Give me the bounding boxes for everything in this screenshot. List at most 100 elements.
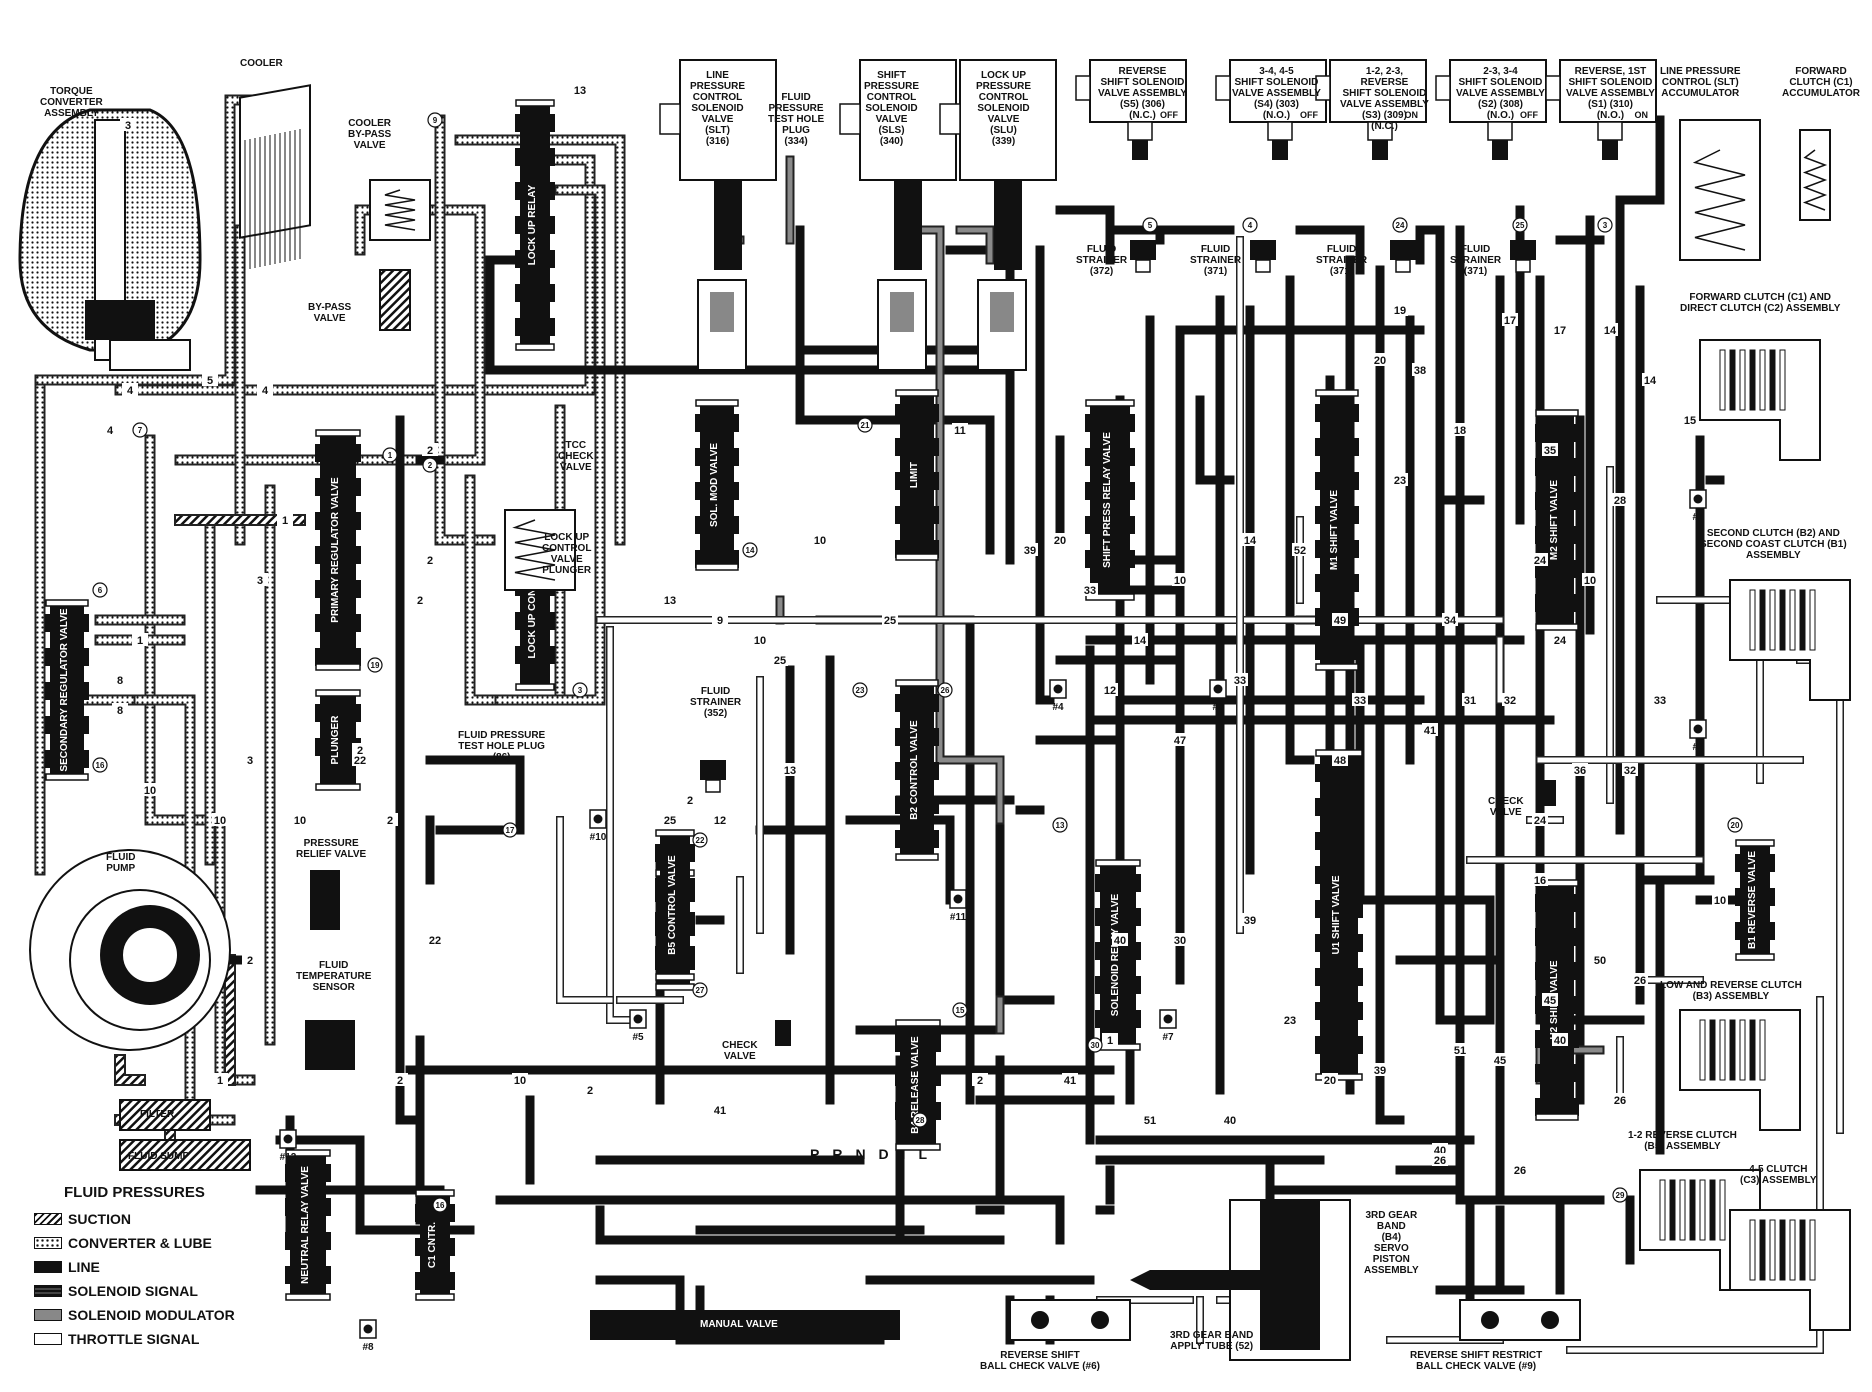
passage-number-bg [1552,323,1568,336]
passage-number: 32 [1624,765,1636,777]
passage-number-bg [422,443,438,456]
passage-number-bg [752,633,768,646]
passage-number: 20 [1374,355,1386,367]
valve-b2-control: B2 CONTROL VALVE [895,679,939,861]
label-check-valve-b: CHECK VALVE [722,1040,758,1062]
valve-u1-shift: U1 SHIFT VALVE [1315,749,1363,1081]
label-sump: FLUID SUMP [128,1151,190,1162]
passage-number: 5 [207,375,213,387]
passage-number-bg [132,633,148,646]
valve-label: LOCK UP RELAY [527,184,538,265]
fluid-pump [29,849,231,1051]
label-b2-b1: SECOND CLUTCH (B2) AND SECOND COAST CLUT… [1700,528,1847,561]
valve-label: PLUNGER [330,715,341,765]
passage-number: 12 [714,815,726,827]
passage-number-bg [1102,1033,1118,1046]
solenoid-state: OFF [1160,110,1178,120]
passage-line [395,415,425,1125]
orifice-number: 30 [1091,1041,1100,1050]
solenoid-modulator-swatch [34,1309,62,1321]
orifice-marker [367,657,383,673]
passage-number: 26 [1514,1165,1526,1177]
passage-number-bg [1582,573,1598,586]
label-rev-restrict-9: REVERSE SHIFT RESTRICT BALL CHECK VALVE … [1410,1350,1543,1372]
fluid-strainer [1250,240,1276,273]
shift-solenoid-1: OFF [1075,59,1187,160]
passage-number-bg [682,793,698,806]
shift-position-indicator: PRNDIL [810,1146,941,1162]
label-lockup-plunger: LOCK UP CONTROL VALVE PLUNGER [542,532,592,576]
valve-label: PRIMARY REGULATOR VALVE [330,477,341,623]
passage-number-bg [662,813,678,826]
orifice-number: 15 [956,1006,965,1015]
valve-label: B1 REVERSE VALVE [1747,851,1758,949]
label-temp-sensor: FLUID TEMPERATURE SENSOR [296,960,372,993]
passage-number-bg [1322,1073,1338,1086]
label-tcc-check: TCC CHECK VALVE [558,440,594,473]
spring [1692,149,1746,251]
orifice-marker [742,542,758,558]
sump-body [119,1139,251,1171]
passage-number: 30 [1174,935,1186,947]
passage-number-bg [1102,683,1118,696]
passage-number: 45 [1544,995,1556,1007]
passage-number: 36 [1574,765,1586,777]
valve-m1-shift: M1 SHIFT VALVE [1315,389,1359,671]
label-cooler: COOLER [240,58,283,69]
label-strainer-372: FLUID STRAINER (372) [1076,244,1128,277]
filter-body [119,1099,211,1131]
legend-item-converter: CONVERTER & LUBE [34,1231,274,1255]
orifice-number: 13 [1056,821,1065,830]
passage-line [1195,395,1235,485]
orifice-marker [427,112,443,128]
orifice-marker [92,582,108,598]
checkball: #10 [589,809,607,843]
passage-number: 10 [1714,895,1726,907]
passage-number-bg [1392,303,1408,316]
passage-number: 4 [107,425,114,437]
passage-number-bg [252,573,268,586]
passage-number: 14 [1644,375,1657,387]
passage-number: 10 [754,635,766,647]
passage-number: 26 [1434,1155,1446,1167]
passage-number-bg [712,613,728,626]
passage-number: 40 [1554,1035,1566,1047]
orifice-number: 29 [1616,1191,1625,1200]
legend-title: FLUID PRESSURES [64,1184,205,1201]
passage-number-bg [1112,933,1128,946]
passage-number: 41 [1064,1075,1076,1087]
shift-solenoid-2: OFF [1215,59,1327,160]
passage-number: 3 [257,575,263,587]
passage-number-bg [212,1073,228,1086]
label-pressure-relief: PRESSURE RELIEF VALVE [296,838,367,860]
checkball: #2 [1689,719,1707,753]
passage-number-bg [662,593,678,606]
valve-b1-reverse: B1 REVERSE VALVE [1735,839,1775,961]
cooler [239,84,311,270]
checkball: #7 [1159,1009,1177,1043]
passage-number-bg [1082,583,1098,596]
bypass-valve-body [379,269,411,331]
orifice-marker [1052,817,1068,833]
passage-number: 23 [1394,475,1406,487]
passage-number-bg [242,753,258,766]
passage-number-bg [882,613,898,626]
passage-number-bg [277,513,293,526]
valve-plunger: PLUNGER [315,689,361,791]
passage-number: 28 [1614,495,1626,507]
orifice-marker [1727,817,1743,833]
passage-number: 48 [1334,755,1346,767]
valve-solenoid-relay: SOLENOID RELAY VALVE [1095,859,1141,1051]
passage-number: 33 [1234,675,1246,687]
valve-b5-control: B5 CONTROL VALVE [655,829,695,981]
passage-number-bg [1412,363,1428,376]
passage-number: 14 [1134,635,1147,647]
pressure-control-solenoid-slu [939,59,1057,371]
orifice-number: 28 [916,1116,925,1125]
label-c1-c2: FORWARD CLUTCH (C1) AND DIRECT CLUTCH (C… [1680,292,1841,314]
passage-number-bg [712,1103,728,1116]
passage-number-bg [972,1073,988,1086]
passage-number: 24 [1534,555,1547,567]
